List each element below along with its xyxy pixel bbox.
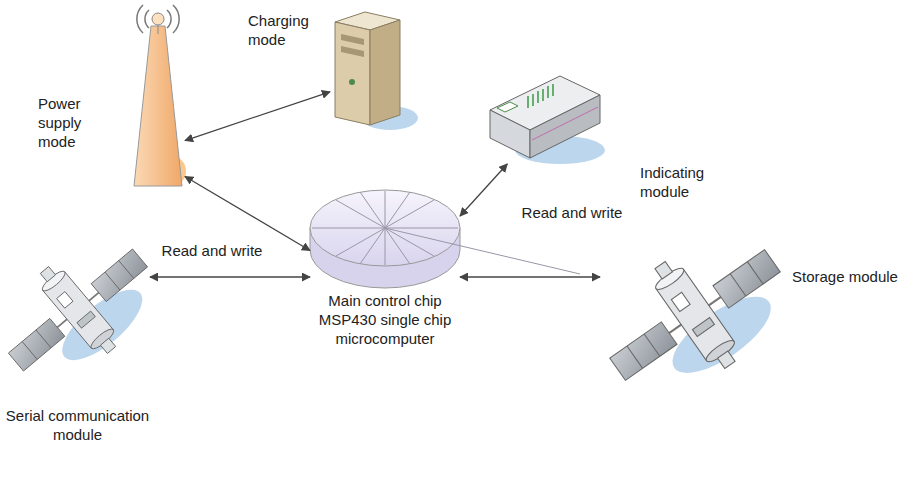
serial-communication-module: Serial communication module	[5, 235, 150, 385]
connector-arrow	[185, 92, 330, 141]
edge-label: Read and write	[159, 242, 266, 260]
storage-module: Storage module	[600, 230, 790, 400]
module-label: Charging mode	[248, 12, 320, 50]
charging-server: Charging mode	[330, 10, 402, 128]
connector-arrow	[150, 276, 310, 277]
connector-arrow	[185, 177, 310, 251]
indicating-module: Indicating module	[490, 76, 602, 164]
module-label: Storage module	[792, 268, 898, 287]
power-supply-tower: Power supply mode	[130, 10, 185, 190]
module-label: Power supply mode	[38, 95, 100, 151]
module-label: Main control chip MSP430 single chip mic…	[305, 292, 465, 348]
module-label: Indicating module	[640, 164, 735, 202]
main-control-chip: Main control chip MSP430 single chip mic…	[310, 180, 460, 288]
connector-arrow	[460, 276, 600, 277]
edge-label: Read and write	[519, 204, 626, 222]
connector-arrow	[460, 164, 507, 216]
module-label: Serial communication module	[5, 407, 150, 445]
